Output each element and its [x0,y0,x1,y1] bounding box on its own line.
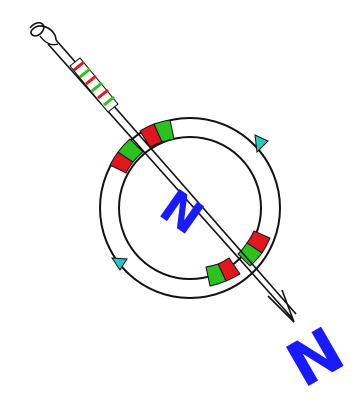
cyan-marker-left [112,258,127,270]
ring-bands-upper [110,120,174,173]
cyan-marker-right [255,135,268,152]
center-n-label: N [150,179,213,245]
knot-icon [30,23,58,45]
needle-striped-tail [70,58,118,112]
corner-n-label: N [275,313,356,402]
